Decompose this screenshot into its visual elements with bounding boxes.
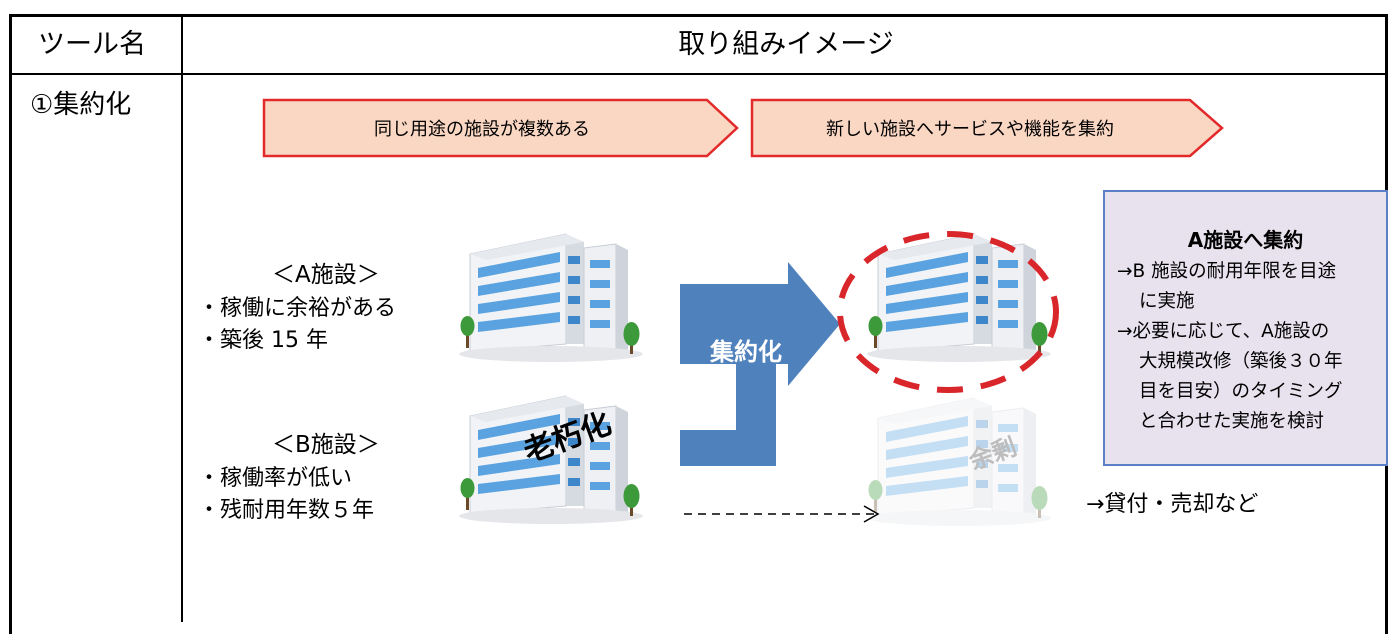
step-1-label: 同じ用途の施設が複数ある [374, 119, 590, 140]
facility-a-line-2: ・築後 15 年 [198, 328, 328, 353]
header-divider [9, 73, 1388, 75]
consolidation-arrow [680, 262, 840, 466]
building-surplus-image [864, 390, 1054, 530]
note-line: →必要に応じて、A施設の [1117, 321, 1330, 342]
header-tool-name: ツール名 [38, 29, 146, 60]
facility-a-line-1: ・稼働に余裕がある [198, 296, 397, 321]
facility-b-line-1: ・稼働率が低い [198, 466, 353, 491]
row-label: ①集約化 [30, 90, 132, 120]
step-chevron-1 [262, 98, 739, 158]
facility-b-line-2: ・残耐用年数５年 [198, 498, 375, 523]
facility-b-title: ＜B施設＞ [272, 432, 380, 458]
arrow-label: 集約化 [710, 338, 782, 366]
note-box: A施設へ集約 →B 施設の耐用年限を目途 に実施 →必要に応じて、A施設の 大規… [1103, 190, 1388, 466]
note-line: と合わせた実施を検討 [1139, 411, 1325, 432]
column-divider [181, 14, 183, 622]
dashed-arrow [684, 505, 880, 523]
note-line: 目を目安）のタイミング [1139, 381, 1343, 402]
disposal-label: →貸付・売却など [1086, 492, 1259, 517]
note-title: A施設へ集約 [1187, 228, 1304, 252]
highlight-ring [837, 231, 1059, 393]
note-line: →B 施設の耐用年限を目途 [1117, 261, 1337, 282]
note-line: に実施 [1139, 291, 1195, 312]
step-chevron-2 [750, 98, 1224, 158]
header-image: 取り組みイメージ [678, 29, 894, 60]
step-2-label: 新しい施設へサービスや機能を集約 [826, 119, 1114, 140]
facility-a-title: ＜A施設＞ [272, 262, 380, 288]
building-a-image [456, 226, 646, 366]
note-line: 大規模改修（築後３０年 [1139, 351, 1343, 372]
